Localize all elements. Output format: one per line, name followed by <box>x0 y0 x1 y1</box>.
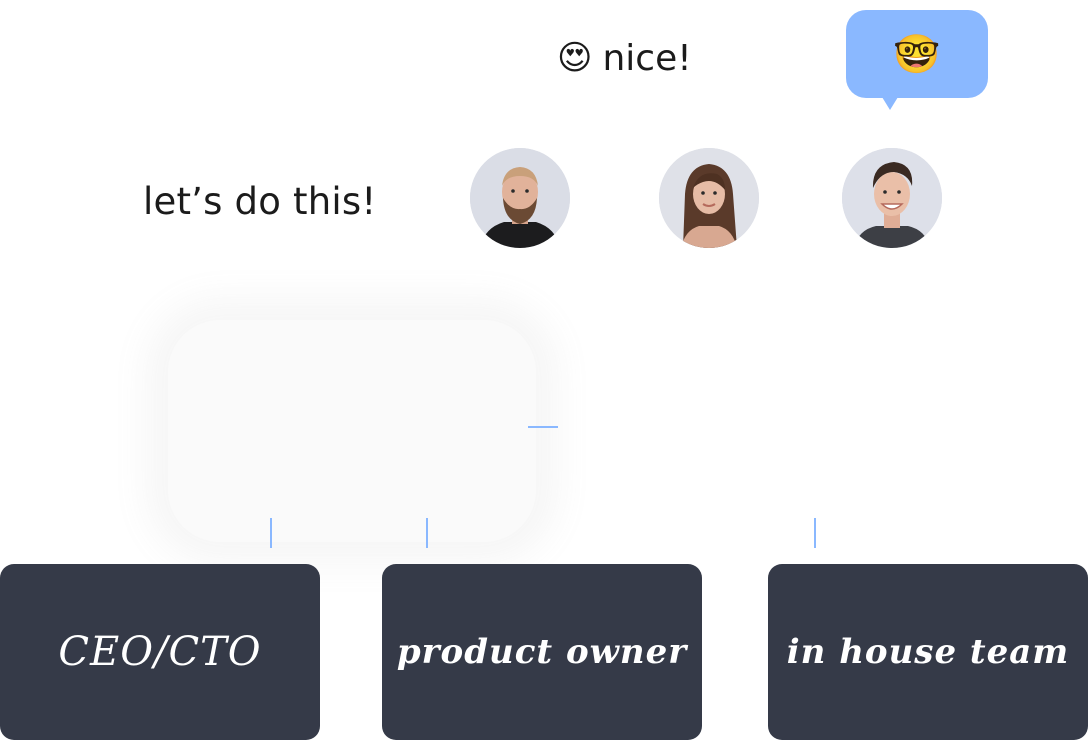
heart-eyes-emoji-icon: 😍 <box>557 38 593 78</box>
connector-ceo <box>270 518 272 548</box>
nice-reaction: 😍 nice! <box>557 36 692 80</box>
ghost-card-placeholder <box>168 320 536 542</box>
avatar-man-smiling-icon <box>842 148 942 248</box>
role-label: product owner <box>396 632 688 672</box>
connector-horizontal <box>528 426 558 428</box>
role-label: CEO/CTO <box>58 629 262 675</box>
nerd-face-emoji-icon: 🤓 <box>893 32 941 76</box>
lets-do-this-text: let’s do this! <box>143 180 377 223</box>
connector-in-house-team <box>814 518 816 548</box>
role-box-product-owner: product owner <box>382 564 702 740</box>
role-box-ceo-cto: CEO/CTO <box>0 564 320 740</box>
connector-product-owner <box>426 518 428 548</box>
nice-text: nice! <box>602 37 692 79</box>
speech-bubble: 🤓 <box>846 10 988 110</box>
avatar-woman-long-hair-icon <box>659 148 759 248</box>
avatar-man-beard-icon <box>470 148 570 248</box>
role-label: in house team <box>786 632 1070 672</box>
role-box-in-house-team: in house team <box>768 564 1088 740</box>
